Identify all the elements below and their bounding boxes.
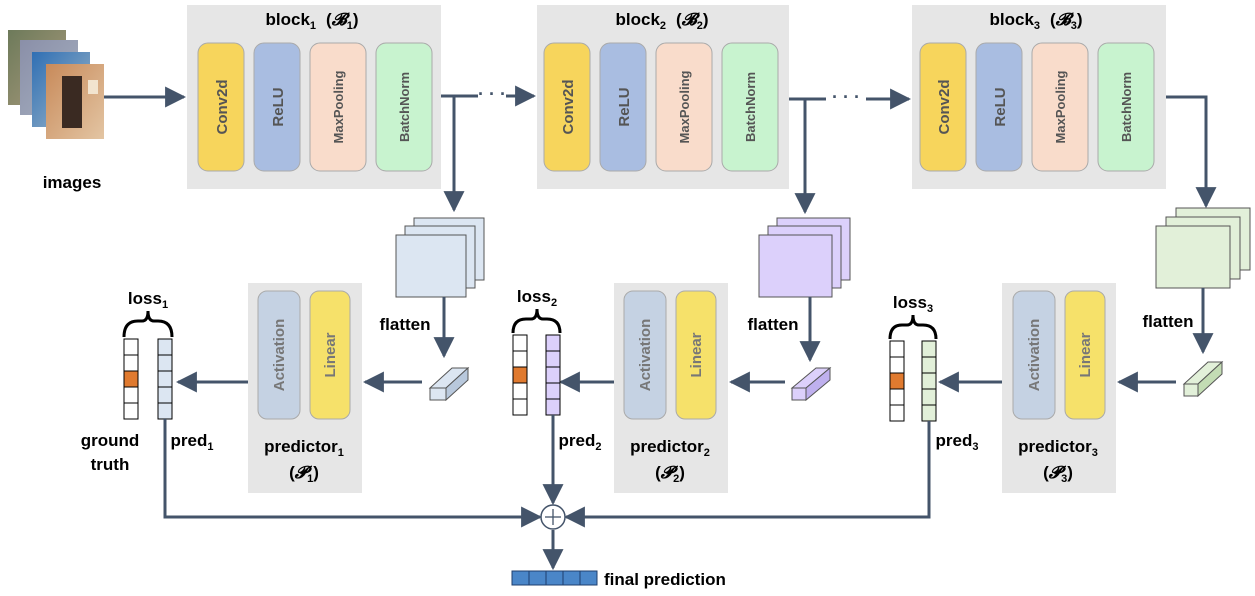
- block-3-relu-label: ReLU: [992, 87, 1009, 126]
- final-prediction-vector: [511, 570, 598, 586]
- block-2-conv2d-label: Conv2d: [560, 79, 577, 134]
- flattened-vector-1: [428, 366, 470, 402]
- image-door: [62, 76, 82, 128]
- predictor-2-activation: [623, 290, 667, 420]
- flattened-vector-3: [1182, 360, 1224, 398]
- predictor-2-activation-label: Activation: [637, 319, 654, 392]
- block-3-relu: [975, 42, 1023, 172]
- block-1-relu: [253, 42, 301, 172]
- ground-truth-vector-1: [123, 338, 139, 420]
- block-1-conv2d: [197, 42, 245, 172]
- ellipsis-2: · · ·: [832, 87, 860, 107]
- block-1-relu-label: ReLU: [270, 87, 287, 126]
- block-3-batchnorm-label: BatchNorm: [1119, 72, 1134, 142]
- block-2-batchnorm-label: BatchNorm: [743, 72, 758, 142]
- block-3-maxpooling: [1031, 42, 1089, 172]
- predictor-2: Activation Linear predictor2 (𝓟2): [614, 283, 728, 493]
- final-prediction-label: final prediction: [604, 570, 726, 589]
- block-3-conv2d-label: Conv2d: [936, 79, 953, 134]
- predictor-1-symbol: (𝓟1): [289, 463, 319, 485]
- flatten-arrows: [433, 288, 1214, 363]
- ground-truth-vector-2: [512, 334, 528, 416]
- prediction-vector-2: [545, 334, 561, 416]
- predictor-1-linear: [309, 290, 351, 420]
- loss-brace-1: [122, 310, 174, 338]
- predictor-2-linear-label: Linear: [688, 332, 705, 377]
- flatten-label-1: flatten: [380, 315, 431, 334]
- block-2-maxpooling: [655, 42, 713, 172]
- predictor-1: Activation Linear predictor1 (𝓟1): [248, 283, 362, 493]
- predictor-1-linear-label: Linear: [322, 332, 339, 377]
- block-2-batchnorm: [721, 42, 779, 172]
- block-1-batchnorm-label: BatchNorm: [397, 72, 412, 142]
- predictor-1-title: predictor1: [264, 437, 344, 459]
- main-flow-arrows: [104, 85, 1217, 215]
- prediction-vector-3: [921, 340, 937, 422]
- predictor-2-symbol: (𝓟2): [655, 463, 685, 485]
- feature-maps-3: [1155, 207, 1251, 289]
- block-3: block3(𝓑3) Conv2d ReLU MaxPooling BatchN…: [912, 5, 1166, 189]
- predictor-3-title: predictor3: [1018, 437, 1098, 459]
- predictor-1-activation-label: Activation: [271, 319, 288, 392]
- loss-label-2: loss2: [517, 287, 557, 309]
- block-3-conv2d: [919, 42, 967, 172]
- predictor-3-linear: [1064, 290, 1106, 420]
- block-2-conv2d: [543, 42, 591, 172]
- predictor-3-activation-label: Activation: [1026, 319, 1043, 392]
- arrow-block3-down: [1166, 95, 1217, 209]
- predictor-3-symbol: (𝓟3): [1043, 463, 1073, 485]
- loss-brace-3: [888, 314, 938, 340]
- sum-node-icon: [540, 504, 566, 530]
- block-1: block1(𝓑1) Conv2d ReLU MaxPooling BatchN…: [187, 5, 441, 189]
- feature-maps-1: [395, 217, 485, 298]
- ground-truth-vector-3: [889, 340, 905, 422]
- flattened-vector-2: [790, 366, 832, 402]
- flatten-label-2: flatten: [748, 315, 799, 334]
- feature-maps-2: [758, 217, 851, 298]
- pred-label-1: pred1: [171, 431, 214, 453]
- predictor-2-title: predictor2: [630, 437, 710, 459]
- prediction-vector-1: [157, 338, 173, 420]
- loss-brace-2: [511, 308, 562, 334]
- block-1-maxpooling-label: MaxPooling: [331, 70, 346, 143]
- block-2-relu: [599, 42, 647, 172]
- block-1-title: block1(𝓑1): [266, 10, 359, 32]
- loss-label-1: loss1: [128, 289, 168, 311]
- predictor-3-linear-label: Linear: [1077, 332, 1094, 377]
- loss-label-3: loss3: [893, 293, 933, 315]
- block-3-maxpooling-label: MaxPooling: [1053, 70, 1068, 143]
- block-3-batchnorm: [1097, 42, 1155, 172]
- block-1-conv2d-label: Conv2d: [214, 79, 231, 134]
- loss-braces: [122, 308, 938, 340]
- ground-truth-label-line-1: ground: [81, 431, 140, 450]
- pred-label-2: pred2: [559, 431, 602, 453]
- images-label: images: [43, 173, 102, 192]
- aggregation-arrows: [163, 415, 931, 571]
- flatten-label-3: flatten: [1143, 312, 1194, 331]
- block-1-batchnorm: [375, 42, 433, 172]
- block-2-relu-label: ReLU: [616, 87, 633, 126]
- image-window: [88, 80, 98, 94]
- predictor-1-activation: [257, 290, 301, 420]
- ground-truth-label-line-2: truth: [91, 455, 130, 474]
- ellipsis-1: · · ·: [478, 84, 506, 104]
- block-2-title: block2(𝓑2): [616, 10, 709, 32]
- block-2: block2(𝓑2) Conv2d ReLU MaxPooling BatchN…: [537, 5, 789, 189]
- predictor-2-linear: [675, 290, 717, 420]
- predictor-3: Activation Linear predictor3 (𝓟3): [1002, 283, 1116, 493]
- input-images: [8, 30, 104, 139]
- block-1-maxpooling: [309, 42, 367, 172]
- block-3-title: block3(𝓑3): [990, 10, 1083, 32]
- block-2-maxpooling-label: MaxPooling: [677, 70, 692, 143]
- pred-label-3: pred3: [936, 431, 979, 453]
- predictor-3-activation: [1012, 290, 1056, 420]
